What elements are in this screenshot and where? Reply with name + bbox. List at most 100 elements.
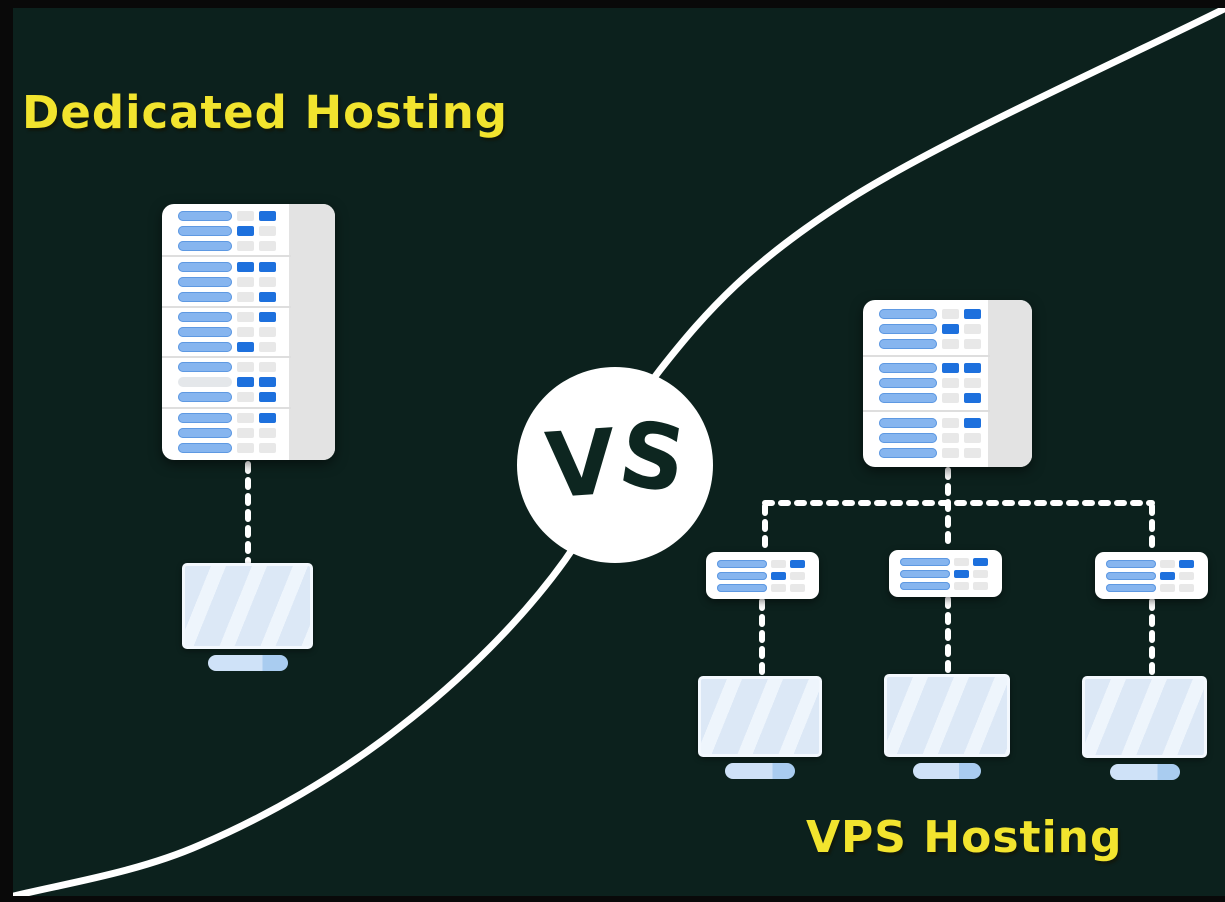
server-row [178,211,291,222]
server-row [1106,559,1204,568]
server-unit [162,409,291,457]
status-light [771,583,786,592]
status-light [237,211,254,222]
vs-badge: V S [517,367,713,563]
status-light [259,312,276,323]
status-light [942,417,959,428]
dedicated-server-icon [162,204,335,460]
status-light [973,581,988,590]
server-row [717,571,815,580]
server-row [178,442,291,453]
led-bar [879,339,937,350]
server-row [178,312,291,323]
client-monitor-icon [884,674,1010,779]
status-light [964,363,981,374]
status-light [259,276,276,287]
led-bar [178,342,232,353]
status-light [1160,559,1175,568]
server-row [879,339,990,350]
frame-edge [0,0,1225,8]
status-light [237,342,254,353]
status-light [1179,559,1194,568]
server-row [879,393,990,404]
led-bar [178,276,232,287]
led-bar [178,226,232,237]
status-light [237,327,254,338]
vps-node-icon [1095,552,1208,599]
server-row [879,378,990,389]
led-bar [717,571,767,580]
status-light [790,583,805,592]
status-light [259,327,276,338]
status-light [771,571,786,580]
server-unit [863,412,990,464]
monitor-screen [698,676,822,757]
led-bar [879,363,937,374]
led-bar [879,378,937,389]
status-light [259,442,276,453]
node-rows [1095,553,1204,598]
status-light [954,581,969,590]
status-light [259,427,276,438]
server-row [717,559,815,568]
server-row [900,569,998,578]
server-unit [1095,553,1204,598]
led-bar [879,324,937,335]
server-row [1106,571,1204,580]
server-unit [162,257,291,308]
monitor-screen [1082,676,1207,758]
server-row [879,447,990,458]
status-light [259,241,276,252]
status-light [237,312,254,323]
status-light [237,392,254,403]
status-light [942,393,959,404]
server-row [178,362,291,373]
status-light [942,309,959,320]
server-unit [162,358,291,409]
status-light [237,412,254,423]
frame-edge [0,0,13,902]
led-bar [178,412,232,423]
status-light [259,412,276,423]
vps-node-icon [889,550,1002,597]
status-light [964,432,981,443]
client-monitor-icon [1082,676,1207,780]
status-light [790,559,805,568]
status-light [942,378,959,389]
status-light [790,571,805,580]
server-row [879,324,990,335]
status-light [259,342,276,353]
status-light [964,324,981,335]
status-light [237,377,254,388]
status-light [964,339,981,350]
led-bar [178,362,232,373]
led-bar [178,327,232,338]
vps-host-server-icon [863,300,1032,467]
led-bar [178,427,232,438]
status-light [259,291,276,302]
status-light [237,291,254,302]
dotted-connectors [245,461,1155,677]
monitor-stand [725,763,795,779]
led-bar [879,393,937,404]
server-row [900,557,998,566]
led-bar [1106,583,1156,592]
status-light [942,363,959,374]
monitor-screen [182,563,313,649]
vps-node-icon [706,552,819,599]
server-row [879,417,990,428]
led-bar [717,559,767,568]
status-light [259,362,276,373]
server-row [879,309,990,320]
server-unit [162,207,291,258]
status-light [259,392,276,403]
monitor-stand [1109,764,1180,780]
server-row [717,583,815,592]
status-light [964,417,981,428]
led-bar [178,392,232,403]
server-row [178,261,291,272]
led-bar [879,309,937,320]
client-monitor-icon [698,676,822,779]
server-side-panel [289,204,335,460]
